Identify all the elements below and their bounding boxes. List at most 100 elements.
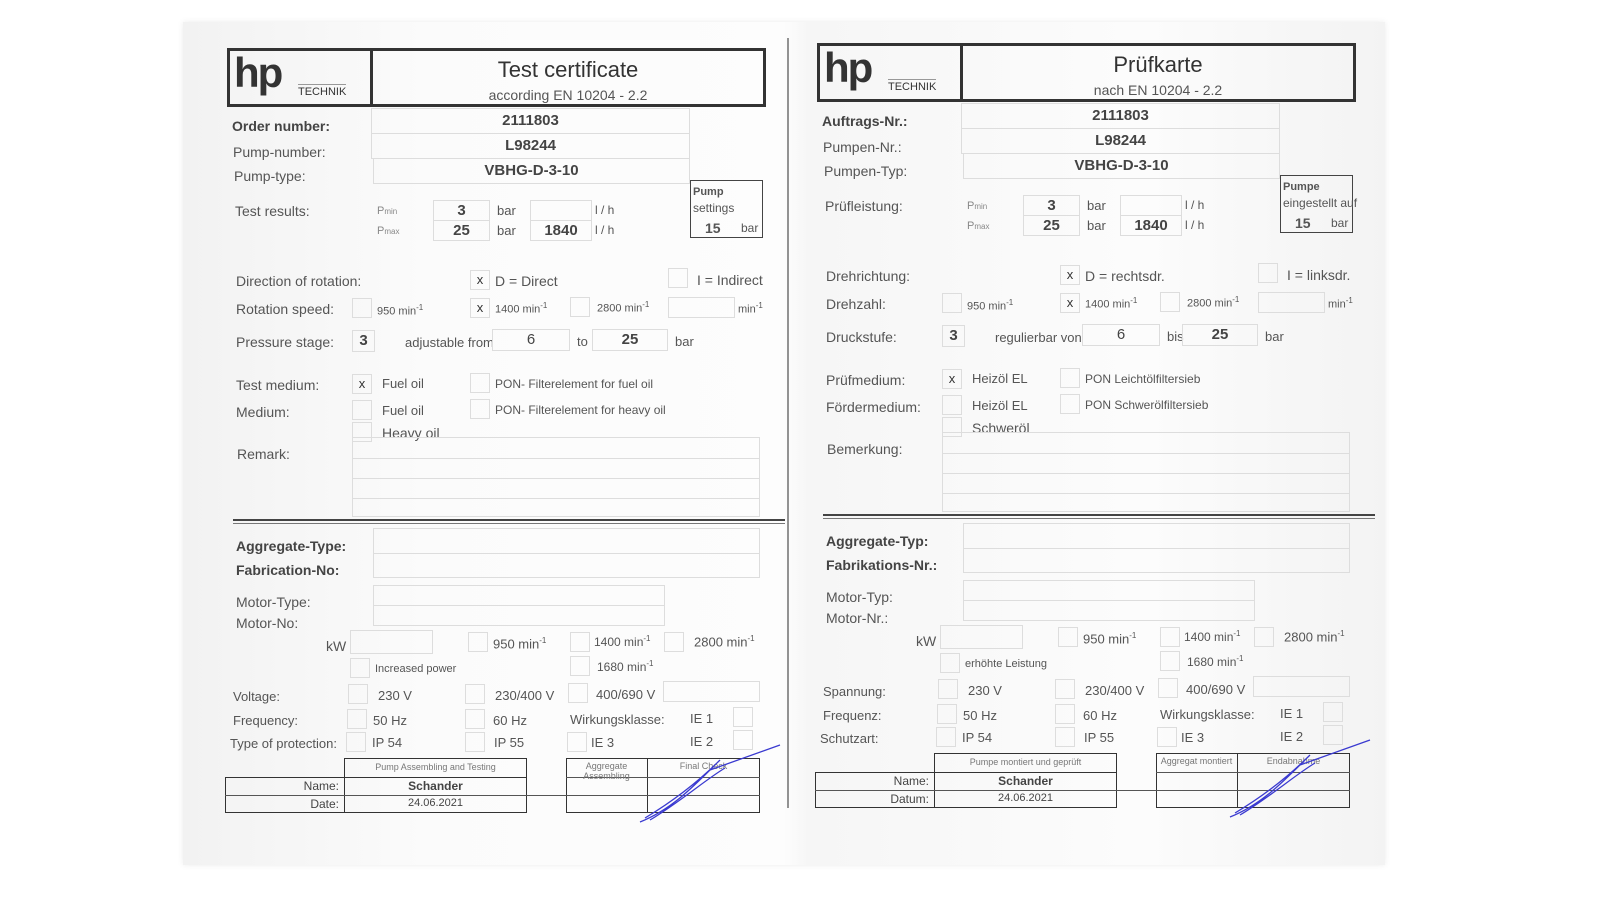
flow-min-value xyxy=(530,200,592,221)
increased-power-checkbox[interactable] xyxy=(350,658,370,678)
signature-header-aggregate: Aggregat montiert xyxy=(1160,756,1233,766)
motor-1680-label: 1680 min-1 xyxy=(597,659,654,674)
protection-label: Type of protection: xyxy=(230,736,337,751)
rotation-direction-label: Direction of rotation: xyxy=(236,273,362,289)
aggregate-type-field[interactable] xyxy=(963,523,1350,549)
speed-2800-checkbox[interactable] xyxy=(1160,292,1180,312)
document-title: Test certificate xyxy=(497,57,639,82)
speed-2800-checkbox[interactable] xyxy=(570,297,590,317)
motor-2800-checkbox[interactable] xyxy=(1254,627,1274,647)
pon-heavy-checkbox[interactable] xyxy=(470,399,490,419)
document-subtitle: according EN 10204 - 2.2 xyxy=(488,87,648,103)
medium-fuel-label: Heizöl EL xyxy=(972,398,1028,413)
voltage-230-400-checkbox[interactable] xyxy=(1055,679,1075,699)
ie2-checkbox[interactable] xyxy=(733,730,753,750)
increased-power-checkbox[interactable] xyxy=(940,653,960,673)
speed-1400-checkbox[interactable]: x xyxy=(1060,293,1080,313)
ie2-checkbox[interactable] xyxy=(1323,725,1343,745)
motor-950-checkbox[interactable] xyxy=(468,632,488,652)
motor-1680-checkbox[interactable] xyxy=(570,656,590,676)
freq-60-checkbox[interactable] xyxy=(1055,704,1075,724)
motor-1400-checkbox[interactable] xyxy=(1160,627,1180,647)
voltage-230-checkbox[interactable] xyxy=(348,684,368,704)
speed-950-label: 950 min-1 xyxy=(377,303,423,318)
signature-row-divider xyxy=(1156,772,1350,773)
exponent: -1 xyxy=(643,634,651,643)
pump-settings-box: Pumpe eingestellt auf 15 bar xyxy=(1280,175,1357,233)
motor-1400-label: 1400 min-1 xyxy=(594,634,651,649)
pon-heavy-checkbox[interactable] xyxy=(1060,394,1080,414)
pon-fuel-label: PON- Filterelement for fuel oil xyxy=(495,377,654,391)
fabrication-no-field[interactable] xyxy=(963,548,1350,573)
motor-1400-checkbox[interactable] xyxy=(570,632,590,652)
freq-50-checkbox[interactable] xyxy=(347,709,367,729)
section-divider xyxy=(233,519,785,524)
ie3-checkbox[interactable] xyxy=(567,732,587,752)
test-medium-fuel-checkbox[interactable]: x xyxy=(352,374,372,394)
medium-fuel-checkbox[interactable] xyxy=(352,400,372,420)
kw-field[interactable] xyxy=(940,625,1023,649)
fabrication-no-field[interactable] xyxy=(373,553,760,578)
remark-line xyxy=(943,453,1349,454)
motor-2800-checkbox[interactable] xyxy=(664,632,684,652)
voltage-400-690-checkbox[interactable] xyxy=(1158,678,1178,698)
voltage-400-690-checkbox[interactable] xyxy=(568,683,588,703)
ip54-checkbox[interactable] xyxy=(936,727,956,747)
voltage-custom-field[interactable] xyxy=(663,681,760,702)
direct-checkbox[interactable]: x xyxy=(470,270,490,290)
pmin-value: 3 xyxy=(433,200,490,221)
kw-label: kW xyxy=(916,633,937,649)
indirect-checkbox[interactable] xyxy=(1258,263,1278,283)
ip54-checkbox[interactable] xyxy=(346,732,366,752)
freq-50-label: 50 Hz xyxy=(963,708,997,723)
motor-type-field[interactable] xyxy=(963,580,1255,601)
ie3-checkbox[interactable] xyxy=(1157,727,1177,747)
logo-subtext: TECHNIK xyxy=(888,79,937,93)
ie1-checkbox[interactable] xyxy=(1323,702,1343,722)
pon-fuel-checkbox[interactable] xyxy=(1060,368,1080,388)
signature-column-final xyxy=(1237,753,1350,808)
freq-50-checkbox[interactable] xyxy=(937,704,957,724)
voltage-230-checkbox[interactable] xyxy=(938,679,958,699)
min-subscript: min xyxy=(974,202,988,211)
speed-1400-checkbox[interactable]: x xyxy=(470,298,490,318)
motor-1680-checkbox[interactable] xyxy=(1160,651,1180,671)
motor-950-checkbox[interactable] xyxy=(1058,627,1078,647)
test-medium-fuel-checkbox[interactable]: x xyxy=(942,369,962,389)
voltage-400-690-label: 400/690 V xyxy=(1186,682,1246,697)
exponent: -1 xyxy=(1006,298,1014,307)
freq-60-checkbox[interactable] xyxy=(465,709,485,729)
voltage-label: Spannung: xyxy=(823,684,886,699)
ie1-checkbox[interactable] xyxy=(733,707,753,727)
kw-field[interactable] xyxy=(350,630,433,654)
speed-custom-field[interactable] xyxy=(1258,292,1325,313)
speed-text: 1400 min xyxy=(495,303,541,316)
motor-no-field[interactable] xyxy=(373,605,665,626)
medium-fuel-label: Fuel oil xyxy=(382,403,424,418)
speed-950-checkbox[interactable] xyxy=(352,298,372,318)
remark-field[interactable] xyxy=(352,437,760,517)
flow-min-unit: l / h xyxy=(1185,198,1205,212)
indirect-checkbox[interactable] xyxy=(668,268,688,288)
ip55-checkbox[interactable] xyxy=(1055,727,1075,747)
heavy-oil-checkbox[interactable] xyxy=(352,422,372,442)
pon-fuel-checkbox[interactable] xyxy=(470,373,490,393)
speed-950-checkbox[interactable] xyxy=(942,293,962,313)
test-results-label: Test results: xyxy=(235,203,310,219)
remark-field[interactable] xyxy=(942,432,1350,512)
voltage-230-400-checkbox[interactable] xyxy=(465,684,485,704)
speed-text: 1680 min xyxy=(597,660,647,674)
motor-no-field[interactable] xyxy=(963,600,1255,621)
pon-heavy-label: PON Schwerölfiltersieb xyxy=(1085,398,1209,412)
speed-text: 2800 min xyxy=(1187,297,1233,310)
medium-fuel-checkbox[interactable] xyxy=(942,395,962,415)
ip55-checkbox[interactable] xyxy=(465,732,485,752)
direct-checkbox[interactable]: x xyxy=(1060,265,1080,285)
voltage-custom-field[interactable] xyxy=(1253,676,1350,697)
speed-custom-field[interactable] xyxy=(668,297,735,318)
pmin-value: 3 xyxy=(1023,195,1080,216)
flow-min-unit: l / h xyxy=(595,203,615,217)
freq-50-label: 50 Hz xyxy=(373,713,407,728)
heavy-oil-checkbox[interactable] xyxy=(942,417,962,437)
